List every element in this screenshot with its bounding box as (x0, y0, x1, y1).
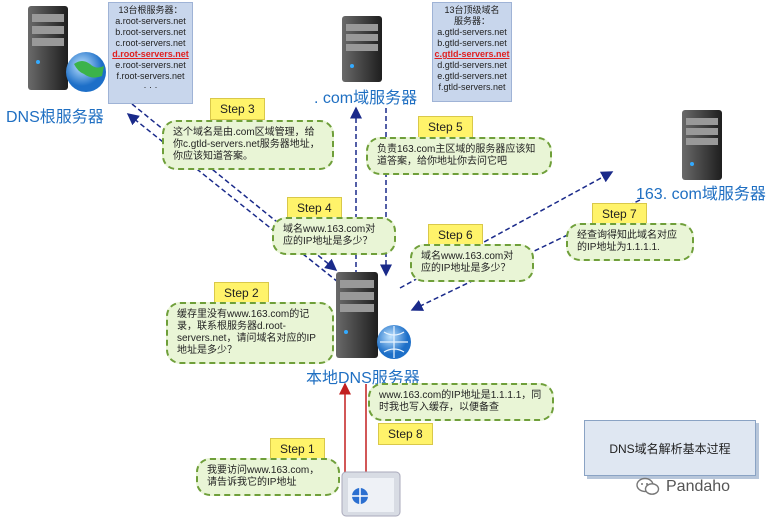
root-list-item: c.root-servers.net (115, 38, 186, 48)
root-server-icon (28, 6, 106, 92)
watermark-text: Pandaho (666, 478, 731, 496)
root-list-item-highlighted: d.root-servers.net (112, 49, 189, 59)
root-server-list: 13台根服务器： a.root-servers.net b.root-serve… (108, 2, 193, 104)
root-list-item: e.root-servers.net (115, 60, 186, 70)
server-163-label: 163. com域服务器 (636, 186, 766, 203)
root-list-item: · · · (143, 82, 158, 92)
com-server-list: 13台顶级域名服务器： a.gtld-servers.net b.gtld-se… (432, 2, 512, 102)
step-1-label: Step 1 (270, 438, 325, 460)
server-163-icon (682, 110, 722, 180)
bubble-step-5: 负责163.com主区域的服务器应该知道答案，给你地址你去问它吧 (366, 137, 552, 175)
local-server-label: 本地DNS服务器 (306, 370, 420, 387)
root-list-item: f.root-servers.net (116, 71, 185, 81)
watermark: Pandaho (636, 477, 730, 497)
step-6-label: Step 6 (428, 224, 483, 246)
step-2-label: Step 2 (214, 282, 269, 304)
local-server-icon (336, 272, 411, 359)
com-list-item: d.gtld-servers.net (437, 60, 507, 70)
step-7-label: Step 7 (592, 203, 647, 225)
bubble-step-3: 这个域名是由.com区域管理，给你c.gtld-servers.net服务器地址… (162, 120, 334, 170)
step-3-label: Step 3 (210, 98, 265, 120)
com-server-label: . com域服务器 (314, 90, 418, 107)
root-server-label: DNS根服务器 (6, 109, 104, 126)
com-list-title: 13台顶级域名服务器： (444, 5, 500, 26)
step-8-label: Step 8 (378, 423, 433, 445)
com-list-item: b.gtld-servers.net (437, 38, 507, 48)
step-4-label: Step 4 (287, 197, 342, 219)
bubble-step-8: www.163.com的IP地址是1.1.1.1，同时我也写入缓存，以便备查 (368, 383, 554, 421)
com-list-item: f.gtld-servers.net (438, 82, 506, 92)
step-5-label: Step 5 (418, 116, 473, 138)
bubble-step-1: 我要访问www.163.com，请告诉我它的IP地址 (196, 458, 340, 496)
com-list-item: e.gtld-servers.net (437, 71, 507, 81)
bubble-step-7: 经查询得知此域名对应的IP地址为1.1.1.1. (566, 223, 694, 261)
com-list-item-highlighted: c.gtld-servers.net (434, 49, 510, 59)
bubble-step-4: 域名www.163.com对应的IP地址是多少？ (272, 217, 396, 255)
root-list-item: b.root-servers.net (115, 27, 186, 37)
diagram-title-box: DNS域名解析基本过程 (584, 420, 756, 476)
wechat-icon (636, 477, 660, 495)
client-computer-icon (341, 471, 401, 517)
root-list-title: 13台根服务器： (118, 5, 183, 15)
bubble-step-2: 缓存里没有www.163.com的记录，联系根服务器d.root-servers… (166, 302, 334, 364)
com-server-icon (342, 16, 382, 82)
bubble-step-6: 域名www.163.com对应的IP地址是多少？ (410, 244, 534, 282)
root-list-item: a.root-servers.net (115, 16, 186, 26)
com-list-item: a.gtld-servers.net (437, 27, 507, 37)
